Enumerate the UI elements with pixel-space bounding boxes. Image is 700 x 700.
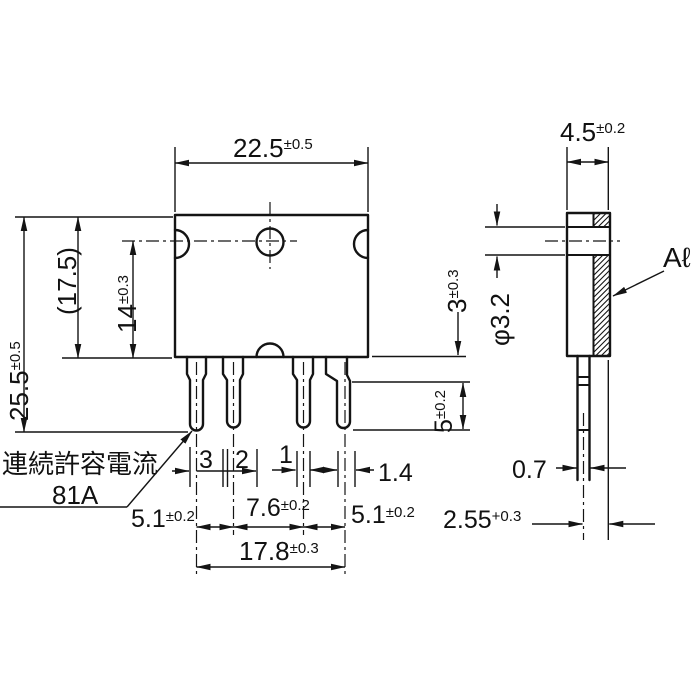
dim-chain-1: 3 bbox=[199, 446, 213, 474]
callout-current-value: 81A bbox=[52, 480, 99, 510]
aluminum-tab-hatch-top bbox=[593, 214, 609, 227]
material-label-aluminum: Aℓ bbox=[663, 242, 691, 273]
bottom-notch bbox=[255, 342, 285, 359]
dim-overall-width: 22.5±0.5 bbox=[233, 133, 313, 163]
dim-body-to-shoulder: 3±0.3 bbox=[442, 269, 472, 313]
dim-pitch-total: 17.8±0.3 bbox=[239, 536, 319, 566]
front-view-pins bbox=[185, 355, 352, 575]
right-notch bbox=[352, 228, 370, 260]
side-view-outline bbox=[545, 211, 620, 540]
dim-pin-thickness: 0.7 bbox=[512, 456, 547, 484]
front-view-dimension-lines bbox=[0, 159, 467, 571]
dim-overall-height: 25.5±0.5 bbox=[4, 341, 34, 421]
front-view-extension-lines bbox=[15, 147, 470, 487]
front-view-outline bbox=[122, 202, 370, 359]
dim-pitch-1-2: 5.1±0.2 bbox=[131, 505, 195, 533]
left-notch bbox=[173, 228, 191, 260]
dim-pitch-3-4: 5.1±0.2 bbox=[351, 501, 415, 529]
dim-thickness: 4.5±0.2 bbox=[560, 117, 625, 147]
side-view-dimension-lines bbox=[485, 147, 665, 540]
callout-current-rating-text: 連続許容電流 bbox=[2, 449, 158, 479]
dim-body-height: (17.5) bbox=[52, 247, 82, 315]
side-view-labels: 4.5±0.2 φ3.2 Aℓ 0.7 2.55+0.3 bbox=[443, 117, 691, 534]
dim-shoulder-to-tip: 5±0.2 bbox=[430, 390, 458, 433]
pin-1 bbox=[185, 355, 208, 432]
dim-hole-diameter: φ3.2 bbox=[485, 293, 515, 346]
dim-pitch-2-3: 7.6±0.2 bbox=[246, 494, 310, 522]
front-view-labels: 22.5±0.5 25.5±0.5 (17.5) 14±0.3 3±0.3 5±… bbox=[2, 133, 472, 566]
aluminum-tab-hatch bbox=[593, 255, 609, 355]
dim-chain-3: 1 bbox=[279, 441, 293, 469]
dim-chain-2: 2 bbox=[235, 446, 249, 474]
dim-hole-to-bottom: 14±0.3 bbox=[112, 275, 142, 333]
pin-4 bbox=[324, 355, 352, 430]
dim-pin-to-back: 2.55+0.3 bbox=[443, 506, 521, 534]
dim-chain-4: 1.4 bbox=[378, 459, 413, 487]
